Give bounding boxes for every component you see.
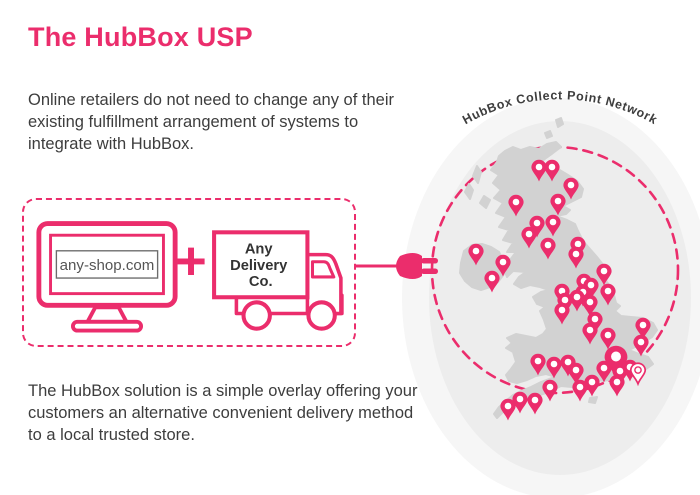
map-pin <box>468 243 484 266</box>
map-pin <box>484 270 500 293</box>
map-pin <box>600 327 616 350</box>
map-pin <box>531 159 547 182</box>
plus-icon: + <box>175 231 207 291</box>
map-pin <box>568 246 584 269</box>
map-pin <box>521 226 537 249</box>
plug-icon <box>354 253 438 279</box>
map-pin <box>635 317 651 340</box>
plug-body <box>396 253 422 279</box>
outro-text: The HubBox solution is a simple overlay … <box>28 382 418 444</box>
truck-window <box>310 260 336 279</box>
map-pin <box>596 360 612 383</box>
map-pin-white <box>629 362 647 387</box>
map-pin <box>633 334 649 357</box>
map-pin <box>560 354 576 377</box>
map-pin <box>546 356 562 379</box>
map-pin <box>550 193 566 216</box>
collect-point-network-map: HubBox Collect Point Network <box>402 88 700 495</box>
map-pin <box>568 362 584 385</box>
truck-cargo-box <box>212 230 310 300</box>
map-pin <box>512 391 528 414</box>
map-pin <box>604 345 628 379</box>
plug-prong-bottom <box>421 268 438 274</box>
truck-rear-wheel <box>241 300 272 331</box>
map-pin <box>609 374 625 397</box>
map-pin <box>587 311 603 334</box>
map-pin <box>600 283 616 306</box>
map-pin <box>544 159 560 182</box>
map-pin <box>584 374 600 397</box>
intro-text: Online retailers do not need to change a… <box>28 91 394 153</box>
monitor-icon: any-shop.com <box>36 221 178 333</box>
integration-diagram-box: any-shop.com + Any Delivery Co. <box>22 198 356 347</box>
map-pin <box>508 194 524 217</box>
map-pin <box>529 215 545 238</box>
map-pin <box>527 392 543 415</box>
map-pin <box>530 353 546 376</box>
delivery-truck-icon: Any Delivery Co. <box>212 230 344 331</box>
map-pin <box>563 177 579 200</box>
map-pin <box>495 254 511 277</box>
islands-shapes <box>464 117 598 404</box>
truck-front-wheel <box>306 300 337 331</box>
plug-prong-top <box>421 258 438 264</box>
map-pin <box>572 379 588 402</box>
address-bar-outline <box>55 250 159 279</box>
monitor-stand <box>85 305 129 324</box>
truck-label: Any Delivery Co. <box>230 242 291 290</box>
map-pins-layer <box>468 159 651 421</box>
map-pin <box>500 398 516 421</box>
page-title: The HubBox USP <box>28 22 253 52</box>
map-pin <box>542 379 558 402</box>
map-pin <box>583 277 599 300</box>
map-pin <box>582 294 598 317</box>
map-pin <box>540 237 556 260</box>
monitor-label: any-shop.com <box>60 257 155 274</box>
map-pin <box>554 302 570 325</box>
map-pin <box>596 263 612 286</box>
map-pin <box>582 322 598 345</box>
monitor-base <box>70 319 144 333</box>
map-pin <box>569 289 585 312</box>
map-pin <box>545 214 561 237</box>
